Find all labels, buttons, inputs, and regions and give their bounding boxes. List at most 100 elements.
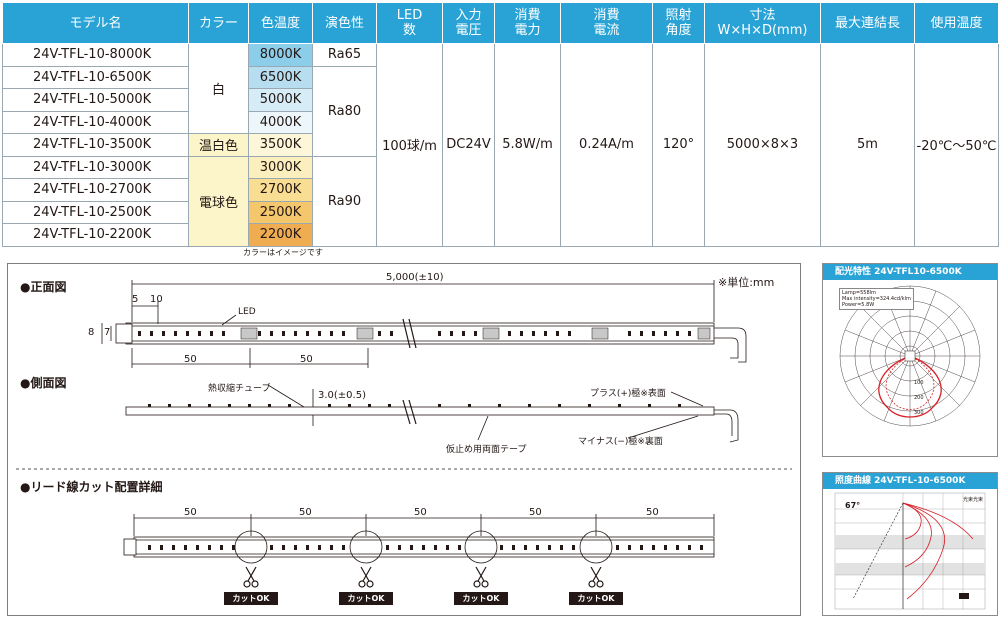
light-distribution-box: 配光特性 24V-TFL10-6500K Lamp=558lm Max inte… [822, 263, 998, 457]
cut-dim-50: 50 [646, 507, 659, 518]
table-row: 24V-TFL-10-5000K 5000K [2, 88, 999, 112]
temp-cell: 2700K [248, 178, 313, 202]
table-row: 24V-TFL-10-4000K 4000K [2, 110, 999, 134]
polar-curve-2 [885, 355, 935, 410]
col-header-temp: 色温度 [248, 2, 313, 44]
model-cell: 24V-TFL-10-8000K [2, 43, 189, 67]
cut-circle [579, 530, 613, 564]
illuminance-title: 照度曲線 24V-TFL-10-6500K [823, 473, 997, 489]
temp-cell: 6500K [248, 65, 313, 89]
polar-legend: Lamp=558lm Max intensity=324.4cd/klm Pow… [839, 288, 914, 310]
input-cell: DC24V [442, 43, 495, 247]
model-cell: 24V-TFL-10-2200K [2, 223, 189, 247]
total-length-dim: 5,000(±10) [386, 272, 444, 283]
cut-circle [349, 530, 383, 564]
dim-50-b: 50 [300, 354, 313, 365]
cut-ok-badge: カットOK [569, 592, 623, 605]
cri-group-cell: Ra90 [312, 155, 377, 247]
thickness-dim: 3.0(±0.5) [318, 390, 366, 401]
col-header-cri: 演色性 [312, 2, 377, 44]
side-strip [125, 406, 715, 416]
side-lead [714, 409, 739, 443]
cut-ok-badge: カットOK [224, 592, 278, 605]
col-header-power: 消費 電力 [494, 2, 561, 44]
table-row: 24V-TFL-10-2200K 2200K [2, 223, 999, 247]
dim-50-a: 50 [184, 354, 197, 365]
color-note: カラーはイメージです [243, 248, 323, 257]
max-link-cell: 5m [820, 43, 915, 247]
cut-circle [464, 530, 498, 564]
current-cell: 0.24A/m [560, 43, 653, 247]
cut-ok-badge: カットOK [339, 592, 393, 605]
light-distribution-title: 配光特性 24V-TFL10-6500K [823, 264, 997, 280]
col-header-input: 入力 電圧 [442, 2, 495, 44]
scissors-icon [473, 566, 489, 588]
lamp-value: Lamp=558lm [842, 290, 876, 296]
front-view-title: ●正面図 [20, 280, 67, 294]
cut-ok-badge: カットOK [454, 592, 508, 605]
power-value: Power=5.8W [842, 302, 875, 308]
col-header-current: 消費 電流 [560, 2, 653, 44]
table-row: 24V-TFL-10-6500K 6500K Ra80 [2, 65, 999, 157]
col-header-size: 寸法 W×H×D(mm) [704, 2, 821, 44]
temp-cell: 2500K [248, 200, 313, 224]
scissors-icon [358, 566, 374, 588]
side-view-title: ●側面図 [20, 376, 67, 390]
ring-300: 300 [914, 410, 924, 416]
angle-cell: 120° [652, 43, 705, 247]
cut-dim-50: 50 [184, 507, 197, 518]
spec-table: モデル名 カラー 色温度 演色性 LED 数 入力 電圧 消費 電力 消費 電流… [2, 2, 999, 247]
minus-label: マイナス(−)極※裏面 [578, 437, 663, 447]
dim-7: 7 [104, 327, 111, 338]
col-header-color: カラー [188, 2, 249, 44]
temp-cell: 2200K [248, 223, 313, 247]
scissors-icon [588, 566, 604, 588]
table-header-row: モデル名 カラー 色温度 演色性 LED 数 入力 電圧 消費 電力 消費 電流… [2, 2, 999, 44]
col-header-angle: 照射 角度 [652, 2, 705, 44]
table-row: 24V-TFL-10-8000K 白 8000K Ra65 100球/m DC2… [2, 43, 999, 247]
cut-dim-50: 50 [529, 507, 542, 518]
front-endcap [115, 323, 133, 344]
illuminance-curves [902, 502, 974, 600]
model-cell: 24V-TFL-10-3500K [2, 133, 189, 157]
ring-100: 100 [914, 380, 924, 386]
cut-dim-50: 50 [299, 507, 312, 518]
temp-cell: 3000K [248, 155, 313, 179]
plus-label: プラス(+)極※表面 [590, 389, 666, 399]
color-group-cell: 温白色 [188, 133, 249, 157]
color-group-cell: 電球色 [188, 155, 249, 247]
model-cell: 24V-TFL-10-3000K [2, 155, 189, 179]
temp-range-cell: -20℃～50℃ [914, 43, 999, 247]
table-row: 24V-TFL-10-2500K 2500K [2, 200, 999, 224]
cri-group-cell: Ra80 [312, 65, 377, 157]
front-led-pads [138, 331, 691, 336]
side-led-pads [148, 404, 681, 407]
col-header-model: モデル名 [2, 2, 189, 44]
drawing-canvas [16, 280, 792, 588]
max-intensity-value: Max intensity=324.4cd/klm [842, 296, 911, 302]
model-cell: 24V-TFL-10-2500K [2, 200, 189, 224]
temp-cell: 3500K [248, 133, 313, 157]
temp-cell: 5000K [248, 88, 313, 112]
col-header-max-link: 最大連結長 [820, 2, 915, 44]
model-cell: 24V-TFL-10-2700K [2, 178, 189, 202]
model-cell: 24V-TFL-10-5000K [2, 88, 189, 112]
dim-5: 5 [132, 294, 139, 305]
dim-10: 10 [150, 294, 163, 305]
cut-dim-50: 50 [414, 507, 427, 518]
table-row: 24V-TFL-10-2700K 2700K [2, 178, 999, 202]
corner-label: 光束光束 [963, 497, 984, 503]
temp-cell: 4000K [248, 110, 313, 134]
model-cell: 24V-TFL-10-6500K [2, 65, 189, 89]
cri-group-cell: Ra65 [312, 43, 377, 67]
led-label: LED [238, 307, 256, 317]
dim-8: 8 [88, 327, 95, 338]
power-cell: 5.8W/m [494, 43, 561, 247]
color-group-cell: 白 [188, 43, 249, 134]
cut-view-title: ●リード線カット配置詳細 [20, 480, 163, 494]
front-lead [714, 327, 747, 363]
front-resistors [240, 327, 711, 340]
unit-note: ※単位:mm [718, 276, 775, 289]
polar-curve [878, 355, 942, 418]
drawing-panel: ●正面図 ※単位:mm 5,000(±10) 5 10 8 7 LED 50 5… [7, 263, 801, 616]
